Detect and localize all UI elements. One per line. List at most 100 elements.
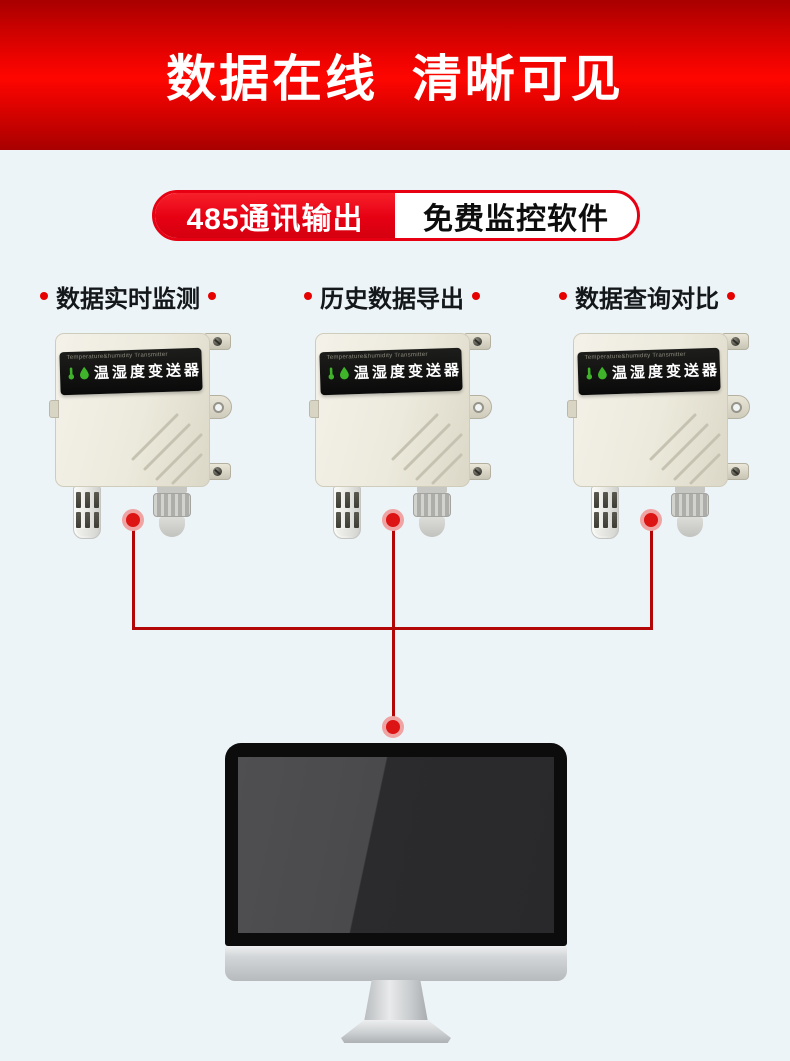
feature-item-history: 历史数据导出 [304, 281, 480, 313]
probe-slot [353, 492, 359, 508]
transmitter-device-2: Temperature&humidity Transmitter 温湿度变送器 [293, 330, 493, 540]
gland-neck [157, 486, 187, 493]
probe-slot [602, 512, 608, 528]
probe-slot [611, 492, 617, 508]
gland-nut [413, 493, 451, 517]
nameplate-row: 温湿度变送器 [585, 359, 721, 384]
side-tab [567, 400, 577, 418]
mount-tab-bottom [721, 463, 749, 480]
gland-nut [153, 493, 191, 517]
thermometer-icon [68, 367, 75, 380]
probe-slot [611, 512, 617, 528]
feature-label: 数据查询对比 [575, 285, 719, 313]
probe-slot [75, 492, 81, 508]
probe-slot [93, 492, 99, 508]
connector-node-middle [382, 509, 404, 531]
screw-icon [730, 337, 740, 346]
connector-line-bus [132, 627, 653, 630]
screw-icon [472, 467, 482, 476]
gland-dome [677, 517, 703, 537]
probe-slot [353, 512, 359, 528]
gland-dome [159, 517, 185, 537]
screw-icon [472, 337, 482, 346]
nameplate-row: 温湿度变送器 [327, 359, 463, 384]
monitor-chin [225, 946, 567, 981]
probe-slot [593, 512, 599, 528]
side-tab [309, 400, 319, 418]
vent-lines-icon [391, 413, 463, 485]
monitor-stand-neck [364, 980, 428, 1022]
nameplate-title: 温湿度变送器 [93, 361, 203, 383]
mount-tab-bottom [463, 463, 491, 480]
vent-lines-icon [649, 413, 721, 485]
cable-gland [153, 486, 191, 538]
page-title: 数据在线 清晰可见 [166, 51, 624, 107]
nameplate-row: 温湿度变送器 [67, 359, 203, 384]
humidity-probe [73, 486, 101, 539]
droplet-icon [80, 366, 90, 380]
droplet-icon [598, 366, 608, 380]
transmitter-device-3: Temperature&humidity Transmitter 温湿度变送器 [551, 330, 751, 540]
nameplate-title: 温湿度变送器 [611, 361, 721, 383]
screw-icon [212, 467, 222, 476]
connector-node-monitor [382, 716, 404, 738]
gland-neck [675, 486, 705, 493]
bullet-dot-icon [559, 292, 567, 300]
feature-item-query: 数据查询对比 [559, 281, 735, 313]
screw-icon [730, 467, 740, 476]
connector-node-right [640, 509, 662, 531]
transmitter-device-1: Temperature&humidity Transmitter 温湿度变送器 [33, 330, 233, 540]
device-nameplate: Temperature&humidity Transmitter 温湿度变送器 [319, 347, 463, 396]
header-banner: 数据在线 清晰可见 [0, 0, 790, 150]
gland-nut [671, 493, 709, 517]
nameplate-title: 温湿度变送器 [353, 361, 463, 383]
connector-line-middle [392, 520, 395, 728]
badge-right-label: 免费监控软件 [423, 202, 609, 236]
monitor-screen [238, 757, 554, 933]
humidity-probe [333, 486, 361, 539]
device-body: Temperature&humidity Transmitter 温湿度变送器 [49, 333, 210, 487]
connector-line-left [132, 520, 135, 630]
probe-slot [602, 492, 608, 508]
probe-slot [93, 512, 99, 528]
gland-neck [417, 486, 447, 493]
device-body: Temperature&humidity Transmitter 温湿度变送器 [309, 333, 470, 487]
device-nameplate: Temperature&humidity Transmitter 温湿度变送器 [59, 347, 203, 396]
probe-slot [335, 512, 341, 528]
connector-node-left [122, 509, 144, 531]
feature-item-realtime: 数据实时监测 [40, 281, 216, 313]
mount-tab-top [721, 333, 749, 350]
feature-label: 历史数据导出 [320, 285, 464, 313]
probe-slot [84, 492, 90, 508]
mount-hole [473, 401, 484, 413]
thermometer-icon [328, 367, 335, 380]
droplet-icon [340, 366, 350, 380]
bullet-dot-icon [472, 292, 480, 300]
bullet-dot-icon [727, 292, 735, 300]
connector-line-right [650, 520, 653, 630]
bullet-dot-icon [40, 292, 48, 300]
gland-dome [419, 517, 445, 537]
bullet-dot-icon [208, 292, 216, 300]
mount-hole [213, 401, 224, 413]
monitor-stand-base [341, 1020, 451, 1043]
vent-lines-icon [131, 413, 203, 485]
feature-badge: 485通讯输出 免费监控软件 [152, 190, 640, 241]
device-nameplate: Temperature&humidity Transmitter 温湿度变送器 [577, 347, 721, 396]
screw-icon [212, 337, 222, 346]
thermometer-icon [586, 367, 593, 380]
device-body: Temperature&humidity Transmitter 温湿度变送器 [567, 333, 728, 487]
mount-hole [731, 401, 742, 413]
cable-gland [671, 486, 709, 538]
humidity-probe [591, 486, 619, 539]
feature-label: 数据实时监测 [56, 285, 200, 313]
bullet-dot-icon [304, 292, 312, 300]
probe-slot [75, 512, 81, 528]
probe-slot [593, 492, 599, 508]
cable-gland [413, 486, 451, 538]
probe-slot [344, 492, 350, 508]
badge-left-label: 485通讯输出 [155, 193, 395, 238]
probe-slot [344, 512, 350, 528]
side-tab [49, 400, 59, 418]
